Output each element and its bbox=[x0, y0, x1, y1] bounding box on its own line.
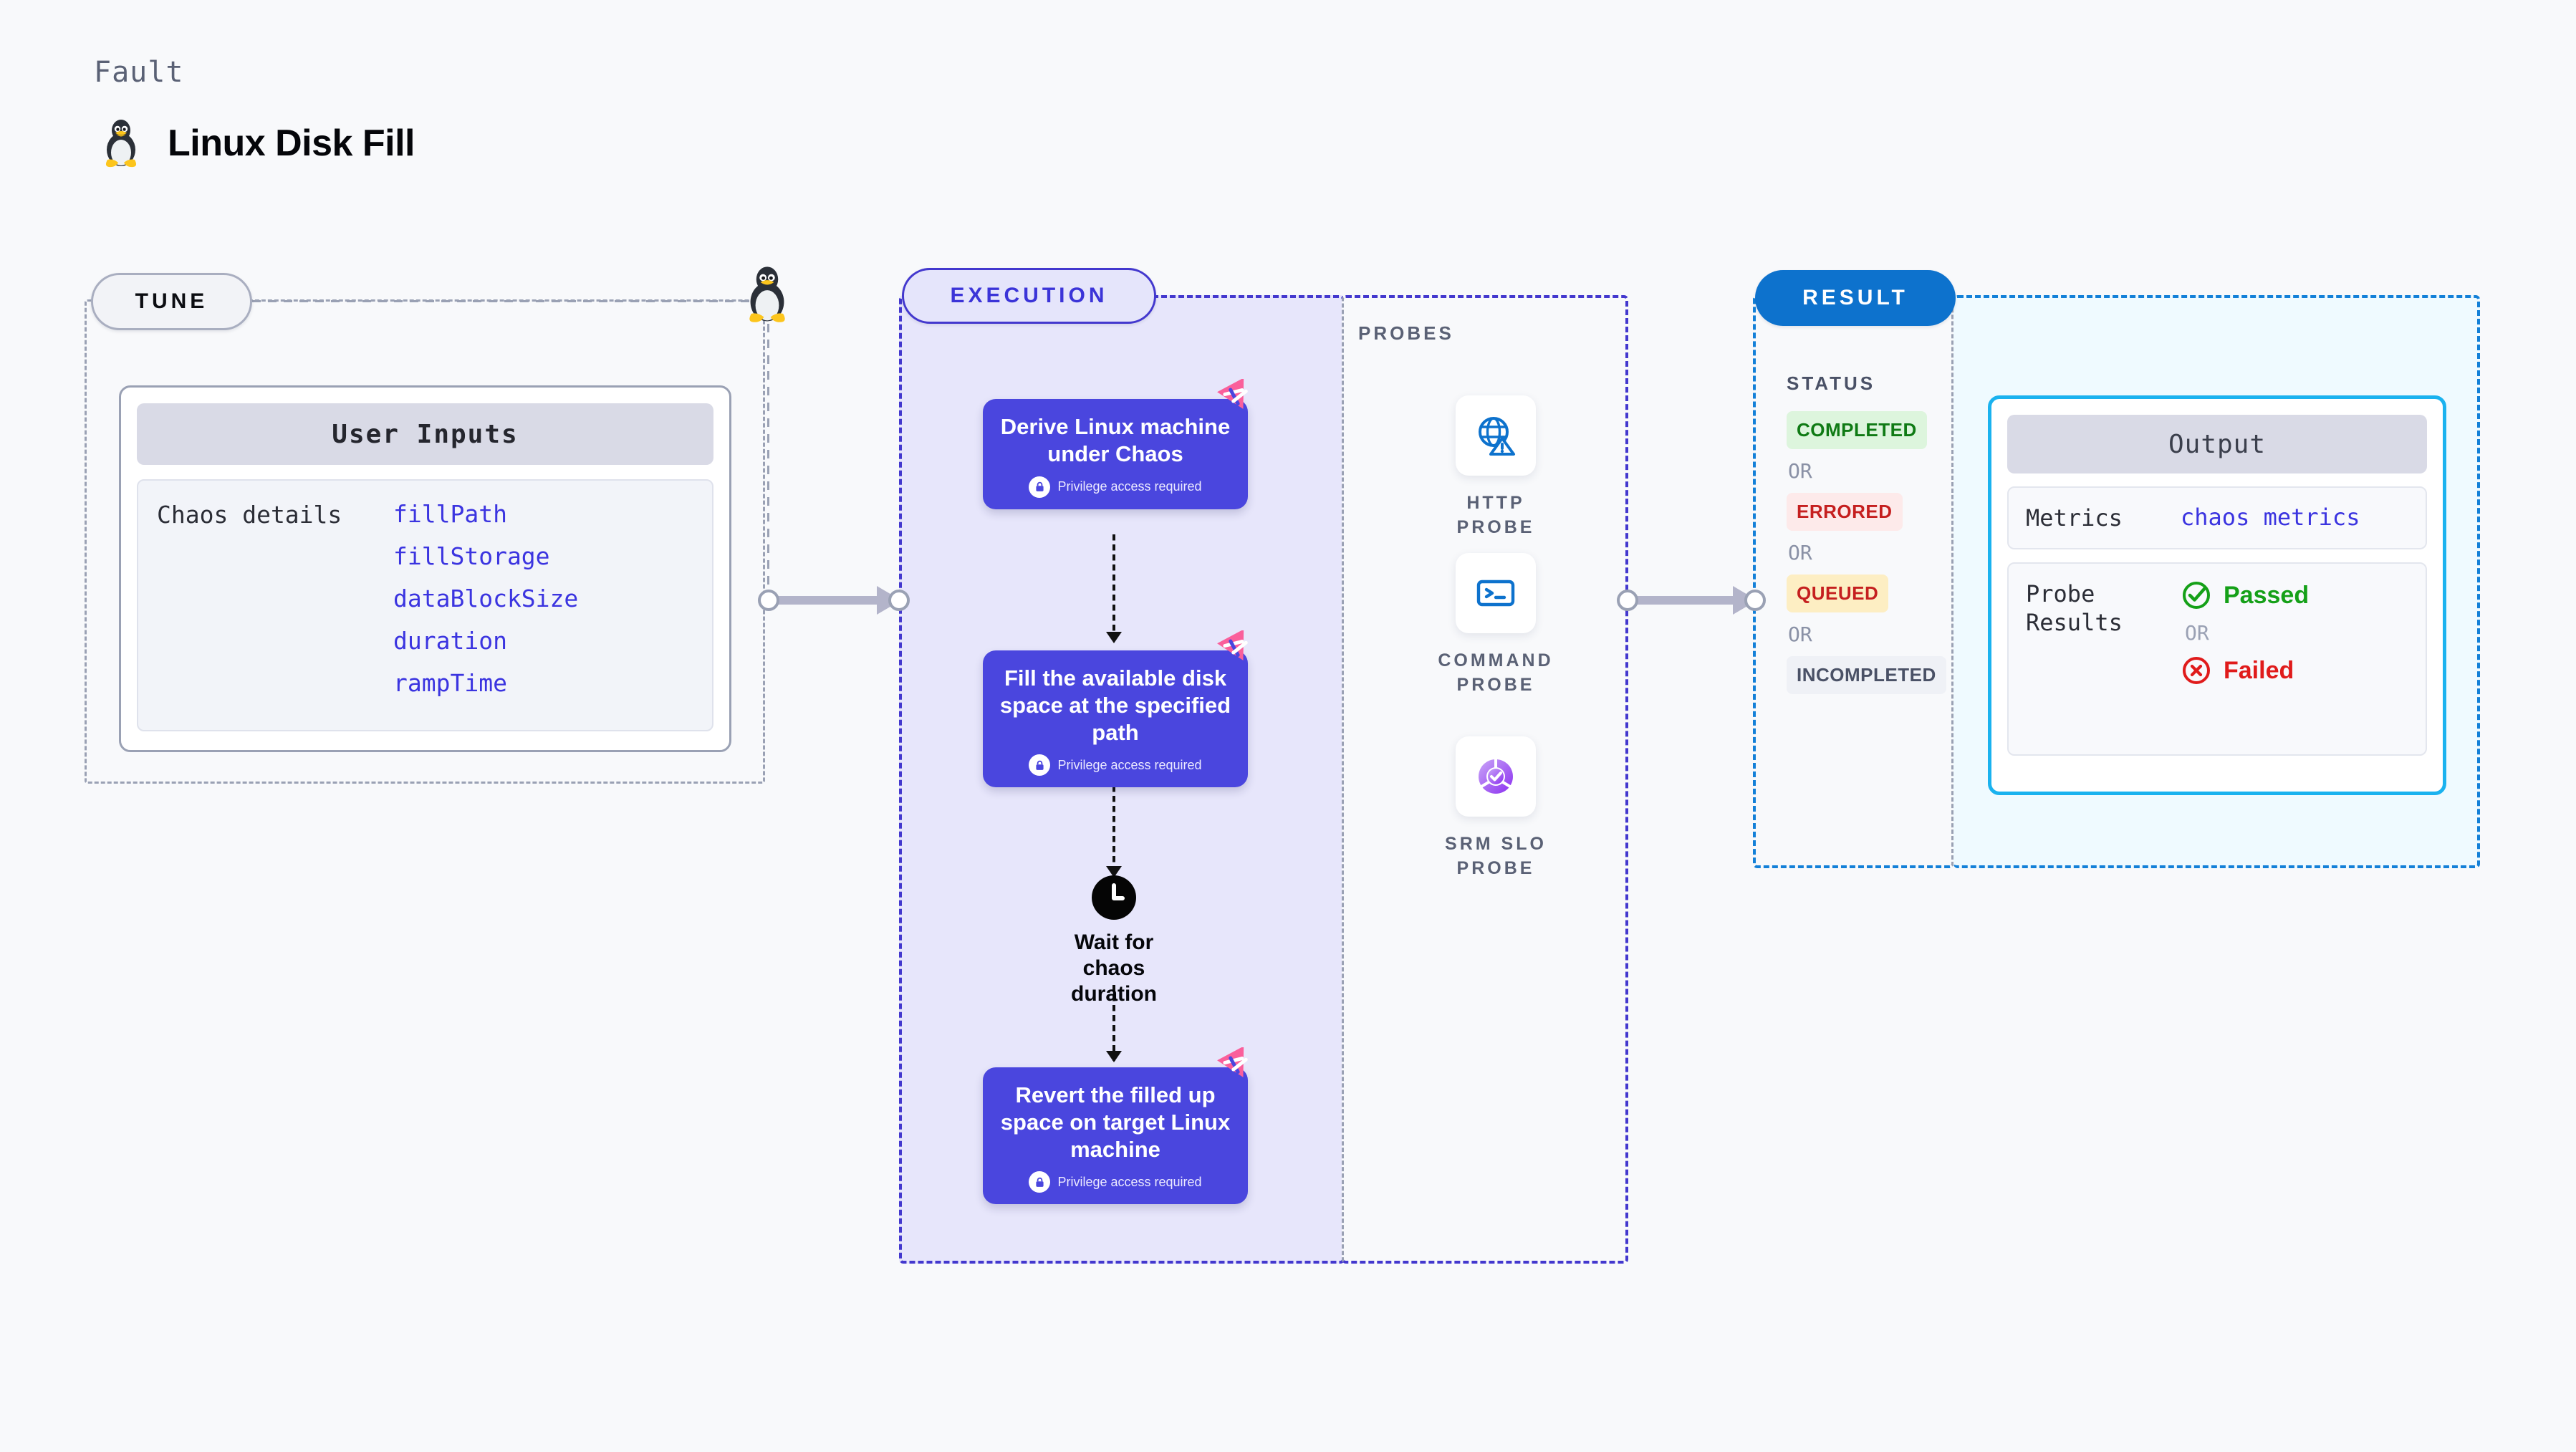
check-circle-icon bbox=[2183, 582, 2210, 609]
probe-results-values: Passed OR Failed bbox=[2181, 580, 2309, 739]
step-connector-arrow bbox=[1106, 985, 1122, 1062]
probe-label: COMMAND PROBE bbox=[1438, 650, 1554, 695]
output-header: Output bbox=[2007, 415, 2427, 473]
step-connector-arrow bbox=[1106, 534, 1122, 643]
probes-title: PROBES bbox=[1358, 322, 1454, 344]
privilege-badge: Privilege access required bbox=[996, 1171, 1235, 1193]
user-inputs-body: Chaos details fillPath fillStorage dataB… bbox=[137, 479, 713, 731]
result-pill[interactable]: RESULT bbox=[1755, 270, 1956, 326]
tux-marker-icon bbox=[742, 265, 792, 327]
output-card: Output Metrics chaos metrics Probe Resul… bbox=[1988, 395, 2446, 795]
status-title: STATUS bbox=[1787, 372, 1876, 394]
probe-label: HTTP PROBE bbox=[1456, 493, 1535, 537]
passed-label: Passed bbox=[2224, 581, 2310, 609]
tune-riser-line bbox=[767, 308, 769, 598]
metrics-value[interactable]: chaos metrics bbox=[2181, 504, 2360, 531]
chaos-flag-icon bbox=[1217, 379, 1248, 409]
probe-item-command[interactable]: COMMAND PROBE bbox=[1424, 553, 1567, 698]
privilege-text: Privilege access required bbox=[1057, 1174, 1202, 1189]
output-probe-results-row: Probe Results Passed OR Failed bbox=[2007, 562, 2427, 756]
user-inputs-card: User Inputs Chaos details fillPath fillS… bbox=[119, 385, 731, 752]
wait-node-label: Wait for chaos duration bbox=[1071, 931, 1157, 1006]
status-badge-queued: QUEUED bbox=[1787, 574, 1889, 612]
metrics-label: Metrics bbox=[2026, 504, 2123, 532]
x-circle-icon bbox=[2183, 657, 2210, 684]
clock-icon bbox=[1092, 875, 1136, 920]
status-badge-completed: COMPLETED bbox=[1787, 411, 1927, 449]
parameter-ramptime[interactable]: rampTime bbox=[393, 669, 507, 697]
probe-label: SRM SLO PROBE bbox=[1445, 834, 1547, 878]
chaos-flag-icon bbox=[1217, 1047, 1248, 1077]
failed-label: Failed bbox=[2224, 656, 2294, 684]
privilege-text: Privilege access required bbox=[1057, 479, 1202, 494]
chaos-flag-icon bbox=[1217, 630, 1248, 660]
privilege-text: Privilege access required bbox=[1057, 757, 1202, 772]
lock-icon bbox=[1029, 754, 1051, 777]
execution-step-card[interactable]: Derive Linux machine under Chaos Privile… bbox=[983, 379, 1248, 509]
status-list: COMPLETED OR ERRORED OR QUEUED OR INCOMP… bbox=[1787, 411, 1946, 694]
probe-result-or-label: OR bbox=[2185, 621, 2209, 645]
fault-title-row: Linux Disk Fill bbox=[100, 118, 415, 168]
tune-pill[interactable]: TUNE bbox=[91, 273, 252, 330]
execution-step-card[interactable]: Fill the available disk space at the spe… bbox=[983, 630, 1248, 788]
execution-pill[interactable]: EXECUTION bbox=[902, 268, 1156, 324]
probe-tile bbox=[1456, 395, 1536, 476]
user-inputs-header: User Inputs bbox=[137, 403, 713, 465]
lock-icon bbox=[1029, 476, 1051, 498]
privilege-badge: Privilege access required bbox=[996, 754, 1235, 777]
probe-result-passed: Passed bbox=[2181, 580, 2309, 611]
chaos-details-label: Chaos details bbox=[157, 501, 342, 529]
parameter-datablocksize[interactable]: dataBlockSize bbox=[393, 585, 579, 612]
step-title: Derive Linux machine under Chaos bbox=[1000, 414, 1231, 466]
status-or-label: OR bbox=[1788, 459, 1812, 483]
chaos-parameter-list: fillPath fillStorage dataBlockSize durat… bbox=[393, 502, 578, 708]
terminal-icon bbox=[1476, 580, 1515, 607]
tux-penguin-icon bbox=[105, 120, 137, 168]
probe-tile bbox=[1456, 553, 1536, 633]
page-title: Linux Disk Fill bbox=[168, 122, 415, 164]
step-title: Fill the available disk space at the spe… bbox=[999, 665, 1231, 745]
status-or-label: OR bbox=[1788, 541, 1812, 564]
probe-result-failed: Failed bbox=[2181, 655, 2309, 686]
privilege-badge: Privilege access required bbox=[996, 476, 1235, 498]
globe-warning-icon bbox=[1479, 417, 1515, 456]
probe-item-srm-slo[interactable]: SRM SLO PROBE bbox=[1424, 736, 1567, 881]
fault-kicker: Fault bbox=[94, 56, 184, 89]
probe-results-label: Probe Results bbox=[2026, 580, 2123, 636]
probe-item-http[interactable]: HTTP PROBE bbox=[1424, 395, 1567, 540]
tune-top-dashed-line bbox=[252, 300, 768, 302]
slo-donut-check-icon bbox=[1479, 759, 1513, 794]
execution-step-card[interactable]: Revert the filled up space on target Lin… bbox=[983, 1047, 1248, 1205]
probe-tile bbox=[1456, 736, 1536, 817]
status-badge-errored: ERRORED bbox=[1787, 493, 1903, 531]
lock-icon bbox=[1029, 1171, 1051, 1193]
step-title: Revert the filled up space on target Lin… bbox=[1000, 1082, 1231, 1162]
status-or-label: OR bbox=[1788, 622, 1812, 646]
wait-for-chaos-duration-node: Wait for chaos duration bbox=[1042, 875, 1186, 1007]
step-connector-arrow bbox=[1106, 786, 1122, 878]
status-badge-incompleted: INCOMPLETED bbox=[1787, 656, 1946, 694]
parameter-fillpath[interactable]: fillPath bbox=[393, 500, 507, 528]
output-metrics-row: Metrics chaos metrics bbox=[2007, 486, 2427, 549]
parameter-fillstorage[interactable]: fillStorage bbox=[393, 542, 550, 570]
parameter-duration[interactable]: duration bbox=[393, 627, 507, 655]
